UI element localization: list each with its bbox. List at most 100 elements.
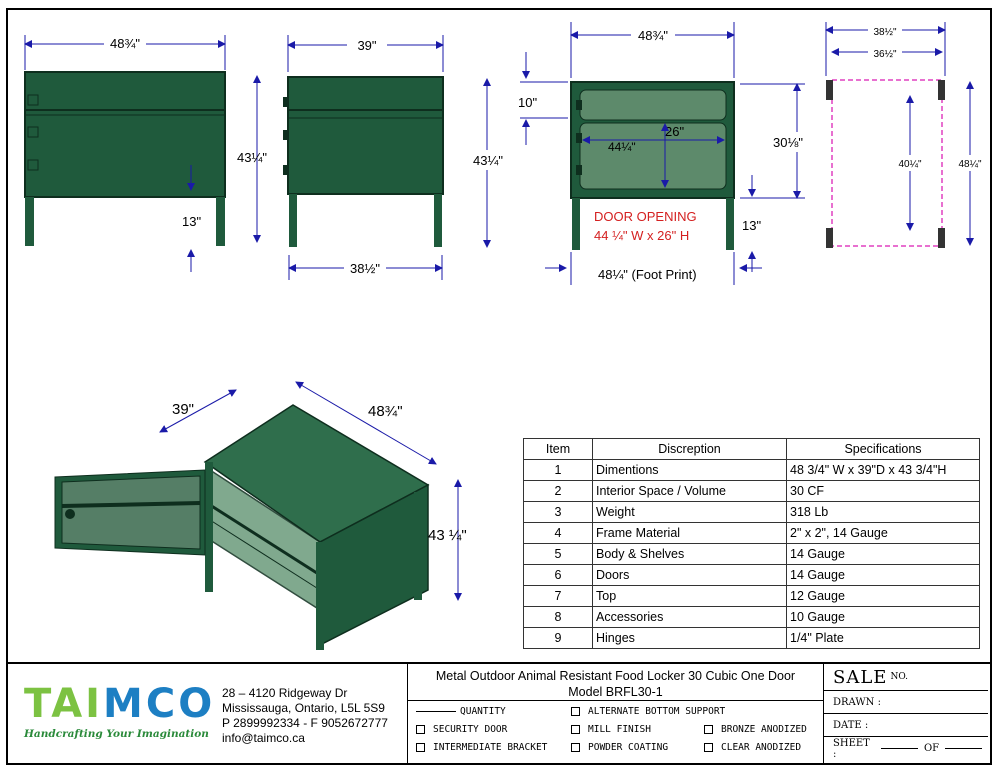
side-height-label: 43¼" <box>473 153 503 168</box>
plan-width2-label: 36½" <box>873 49 896 60</box>
item-spec: 14 Gauge <box>786 564 980 586</box>
item-description: Frame Material <box>592 522 787 544</box>
drawing-sheet <box>6 8 992 765</box>
side-foot-label: 38½" <box>350 261 380 276</box>
checkbox[interactable] <box>704 743 713 752</box>
open-inner-label: 26" <box>665 124 684 139</box>
iso-height-label: 43 ¼" <box>428 527 467 544</box>
item-spec: 1/4" Plate <box>786 627 980 649</box>
item-number: 2 <box>523 480 593 502</box>
item-number: 8 <box>523 606 593 628</box>
item-spec: 14 Gauge <box>786 543 980 565</box>
option-clear-anodized[interactable]: CLEAR ANODIZED <box>704 742 801 753</box>
date-label: DATE : <box>833 719 869 731</box>
sheet-row: SHEET : OF <box>823 737 988 760</box>
item-spec: 12 Gauge <box>786 585 980 607</box>
item-spec: 48 3/4" W x 39"D x 43 3/4"H <box>786 459 980 481</box>
header-description: Discreption <box>592 438 787 460</box>
item-spec: 30 CF <box>786 480 980 502</box>
table-header-row: Item Discreption Specifications <box>523 438 980 460</box>
item-number: 4 <box>523 522 593 544</box>
iso-width-label: 48¾" <box>368 403 403 420</box>
isometric-view: 39" 48¾" 43 ¼" <box>54 381 467 650</box>
logo-wordmark: TAIMCO <box>24 681 216 727</box>
sale-label: SALE <box>833 666 888 688</box>
address-line2: Mississauga, Ontario, L5L 5S9 <box>222 701 385 715</box>
open-front-view: 48¾" 10" 26" 44¼" 30⅛" 13" DOOR OPENING … <box>518 22 806 285</box>
option-intermediate-bracket[interactable]: INTERMEDIATE BRACKET <box>416 742 547 753</box>
of-label: OF <box>923 743 940 754</box>
open-width-label: 48¾" <box>638 28 668 43</box>
checkbox[interactable] <box>571 725 580 734</box>
header-specifications: Specifications <box>786 438 980 460</box>
front-view: 48¾" 43¼" 13" <box>24 33 267 272</box>
item-description: Weight <box>592 501 787 523</box>
item-description: Doors <box>592 564 787 586</box>
product-title: Metal Outdoor Animal Resistant Food Lock… <box>408 664 823 701</box>
open-span-label: 44¼" <box>608 140 636 154</box>
address-line1: 28 – 4120 Ridgeway Dr <box>222 686 348 700</box>
checkbox[interactable] <box>704 725 713 734</box>
side-width-label: 39" <box>357 38 376 53</box>
item-number: 1 <box>523 459 593 481</box>
plan-depth2-label: 48¼" <box>958 158 981 170</box>
company-tagline: Handcrafting Your Imagination <box>24 728 209 740</box>
title-block: TAIMCO Handcrafting Your Imagination 28 … <box>6 662 992 765</box>
item-description: Dimentions <box>592 459 787 481</box>
option-powder-coating[interactable]: POWDER COATING <box>571 742 668 753</box>
front-width-label: 48¾" <box>110 36 140 51</box>
item-description: Top <box>592 585 787 607</box>
company-address: 28 – 4120 Ridgeway Dr Mississauga, Ontar… <box>222 686 388 746</box>
open-height-label: 30⅛" <box>773 135 803 150</box>
checkbox[interactable] <box>571 743 580 752</box>
item-number: 3 <box>523 501 593 523</box>
plan-view: 38½" 36½" 40¼" 48¼" <box>825 22 987 248</box>
item-description: Hinges <box>592 627 787 649</box>
checkbox[interactable] <box>416 725 425 734</box>
front-leg-label: 13" <box>182 214 201 229</box>
email: info@taimco.ca <box>222 731 305 745</box>
product-model: Model BRFL30-1 <box>568 685 663 699</box>
product-title-area: Metal Outdoor Animal Resistant Food Lock… <box>407 664 824 765</box>
plan-depth1-label: 40¼" <box>898 158 921 170</box>
item-number: 5 <box>523 543 593 565</box>
item-spec: 10 Gauge <box>786 606 980 628</box>
drawn-row: DRAWN : <box>823 691 988 714</box>
option-alternate-bottom-support[interactable]: ALTERNATE BOTTOM SUPPORT <box>571 706 725 717</box>
option-bronze-anodized[interactable]: BRONZE ANODIZED <box>704 724 807 735</box>
drawing-views: 48¾" 43¼" 13" 39" 43¼" 38½" <box>24 22 987 650</box>
sheet-label: SHEET : <box>833 737 870 760</box>
option-quantity: QUANTITY <box>416 706 506 717</box>
product-title-line1: Metal Outdoor Animal Resistant Food Lock… <box>435 669 796 683</box>
phone-fax: P 2899992334 - F 9052672777 <box>222 716 388 730</box>
item-spec: 2" x 2", 14 Gauge <box>786 522 980 544</box>
side-view: 39" 43¼" 38½" <box>283 35 506 280</box>
front-height-label: 43¼" <box>237 150 267 165</box>
item-number: 9 <box>523 627 593 649</box>
foot-print-label: 48¼" (Foot Print) <box>598 267 697 282</box>
option-security-door[interactable]: SECURITY DOOR <box>416 724 507 735</box>
iso-depth-label: 39" <box>172 401 194 418</box>
checkbox[interactable] <box>416 743 425 752</box>
date-row: DATE : <box>823 714 988 737</box>
item-description: Interior Space / Volume <box>592 480 787 502</box>
option-mill-finish[interactable]: MILL FINISH <box>571 724 651 735</box>
drawn-label: DRAWN : <box>833 696 881 708</box>
checkbox[interactable] <box>571 707 580 716</box>
plan-width1-label: 38½" <box>873 27 896 38</box>
item-description: Accessories <box>592 606 787 628</box>
company-logo: TAIMCO Handcrafting Your Imagination <box>24 684 214 740</box>
item-number: 7 <box>523 585 593 607</box>
